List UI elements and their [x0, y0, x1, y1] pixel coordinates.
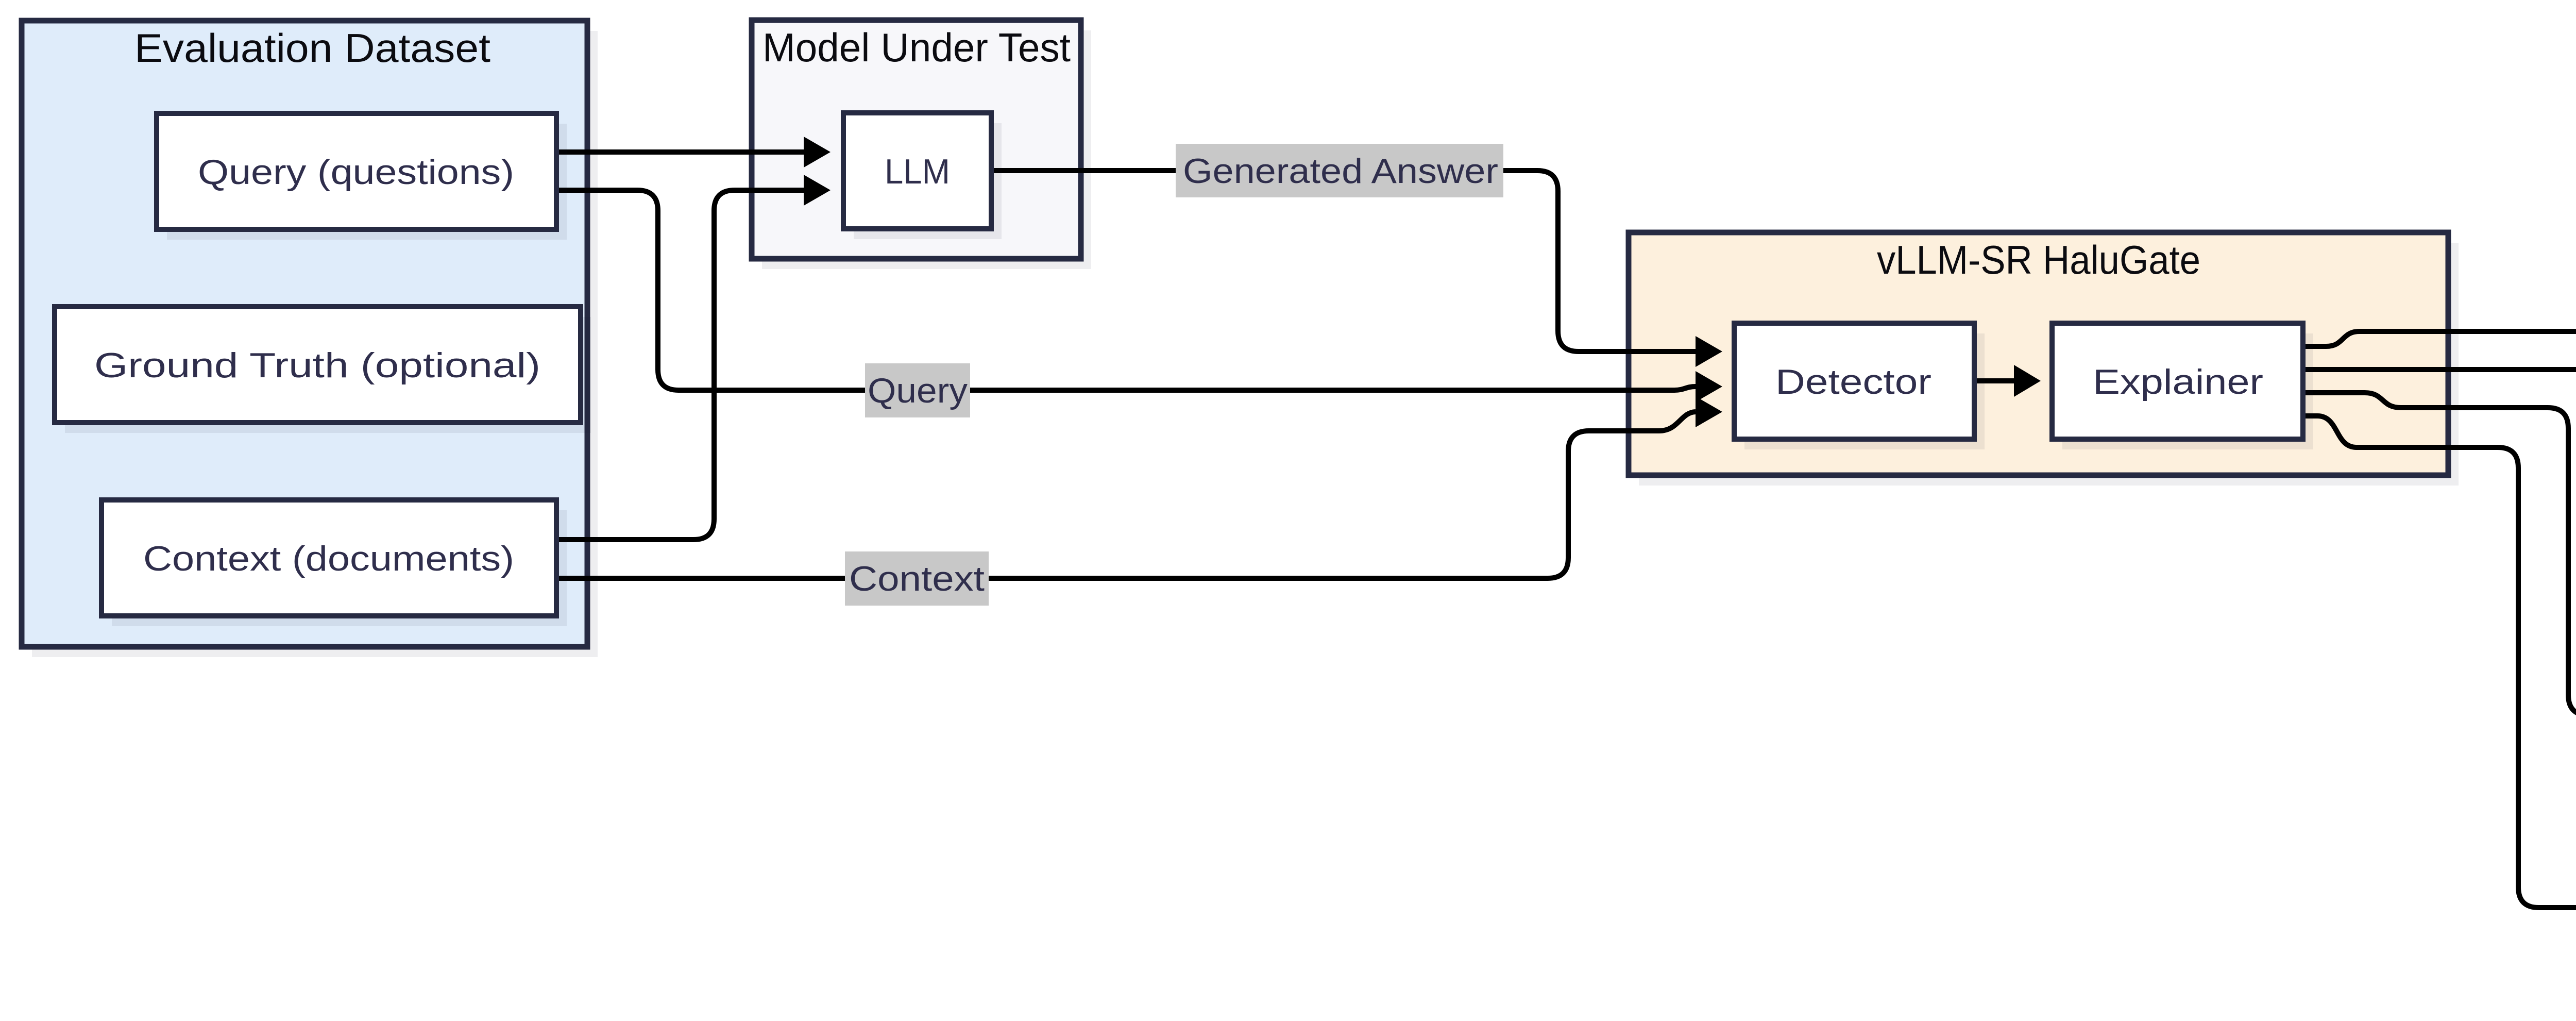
svg-text:Generated Answer: Generated Answer [1183, 152, 1498, 191]
svg-text:LLM: LLM [885, 152, 950, 191]
svg-text:Query (questions): Query (questions) [198, 153, 514, 192]
svg-text:Detector: Detector [1775, 362, 1931, 401]
svg-text:Context: Context [849, 559, 985, 598]
svg-text:Context (documents): Context (documents) [143, 539, 514, 578]
svg-text:Query: Query [868, 371, 968, 410]
svg-text:Evaluation Dataset: Evaluation Dataset [134, 25, 490, 71]
svg-text:Model Under Test: Model Under Test [762, 25, 1071, 70]
svg-text:Explainer: Explainer [2093, 362, 2263, 401]
svg-text:vLLM-SR HaluGate: vLLM-SR HaluGate [1877, 237, 2200, 282]
svg-text:Ground Truth (optional): Ground Truth (optional) [94, 346, 540, 385]
